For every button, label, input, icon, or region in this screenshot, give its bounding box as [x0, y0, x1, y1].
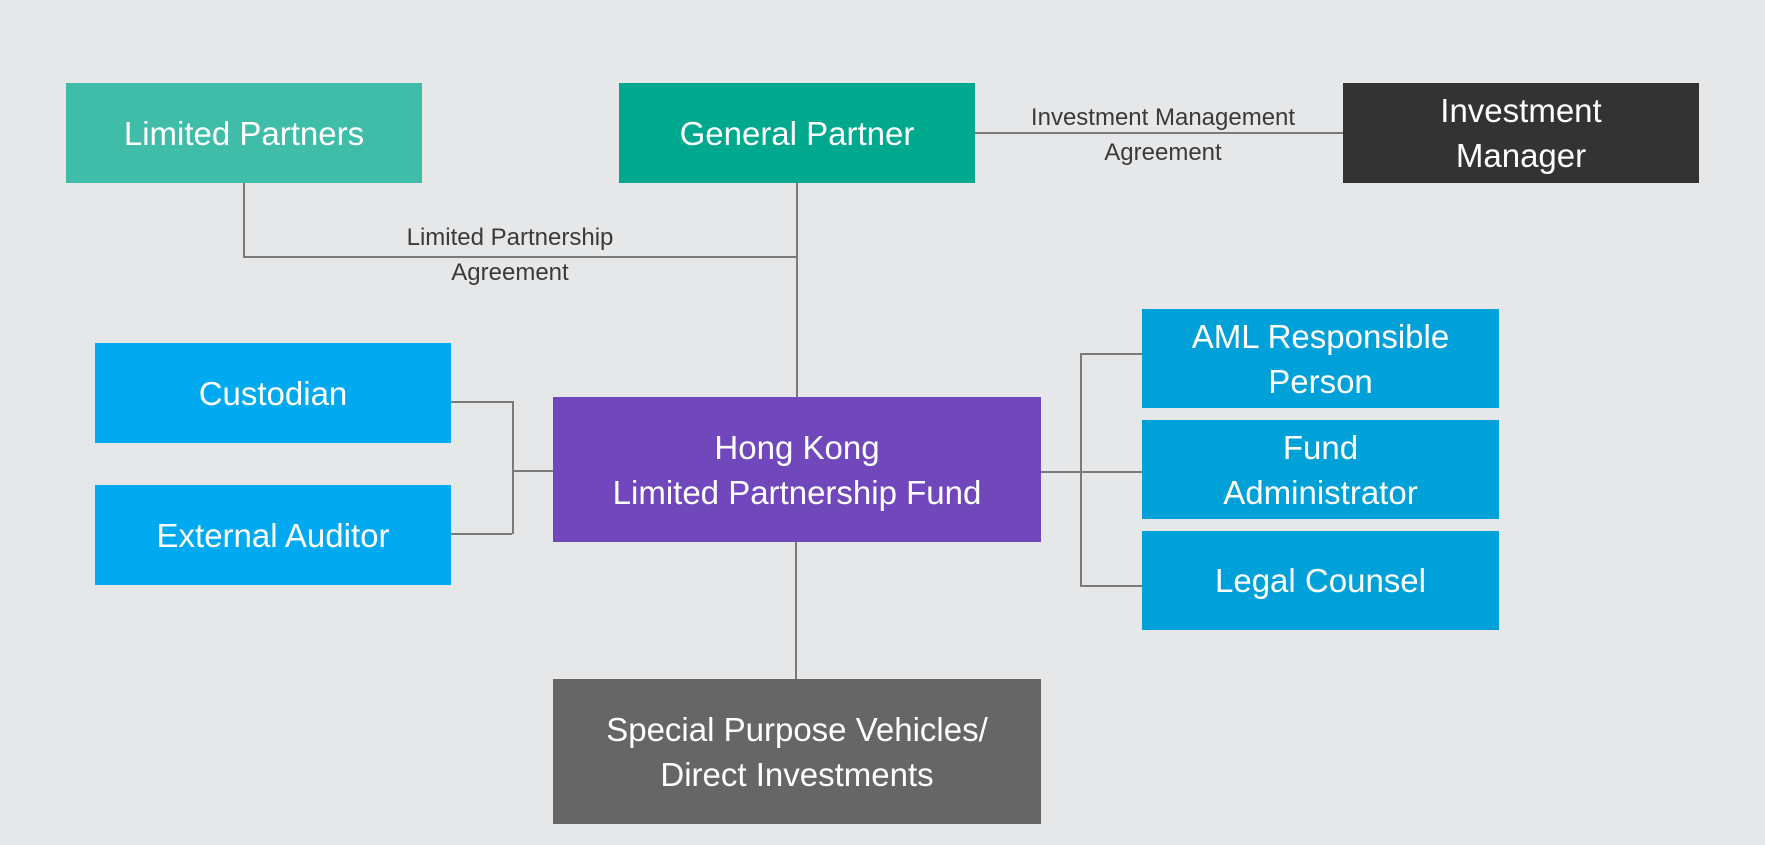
edge-label-line: Limited Partnership [406, 224, 614, 251]
node-legal-counsel: Legal Counsel [1142, 531, 1499, 630]
node-external-auditor: External Auditor [95, 485, 451, 585]
connector-fund-spv [795, 542, 797, 679]
node-label: Legal Counsel [1215, 562, 1426, 599]
node-label: Administrator [1223, 473, 1418, 511]
connector-lp-gp [243, 256, 797, 258]
node-label: Investment [1440, 92, 1602, 129]
node-label: Custodian [198, 374, 348, 412]
node-general-partner: General Partner [619, 83, 975, 183]
connector-custodian [451, 401, 512, 403]
node-investment-manager: Investment Manager [1343, 83, 1699, 183]
edge-label-lpa: Limited Partnership Agreement [407, 220, 614, 290]
node-label: General Partner [679, 114, 915, 152]
connector-left-trunk [512, 401, 514, 534]
edge-label-line: Investment Management [1030, 104, 1296, 131]
node-hk-lp-fund: Hong Kong Limited Partnership Fund [553, 397, 1041, 542]
edge-label-line: Agreement [1104, 139, 1222, 166]
connector-left-fund [512, 470, 553, 472]
node-fund-administrator: Fund Administrator [1142, 420, 1499, 519]
edge-label-line: Agreement [451, 259, 569, 286]
connector-fund-right [1041, 471, 1142, 473]
node-label: Fund [1282, 428, 1359, 466]
node-label: Limited Partnership Fund [612, 473, 982, 511]
connector-auditor [451, 533, 512, 535]
node-spv-direct-investments: Special Purpose Vehicles/ Direct Investm… [553, 679, 1041, 824]
connector-right-trunk [1080, 353, 1082, 586]
connector-gp-fund [796, 183, 798, 397]
connector-lp-down [243, 183, 245, 257]
node-label: Special Purpose Vehicles/ [606, 710, 988, 748]
node-aml-responsible-person: AML Responsible Person [1142, 309, 1499, 408]
node-label: Manager [1455, 137, 1587, 174]
node-label: External Auditor [156, 516, 390, 554]
node-label: Limited Partners [123, 114, 365, 152]
node-label: Hong Kong [714, 428, 880, 466]
connector-gp-im [975, 132, 1343, 134]
edge-label-ima: Investment Management Agreement [1031, 100, 1295, 170]
node-custodian: Custodian [95, 343, 451, 443]
connector-aml [1080, 353, 1142, 355]
node-label: AML Responsible [1191, 317, 1450, 355]
node-label: Direct Investments [660, 755, 934, 793]
node-label: Person [1268, 362, 1373, 400]
connector-legal [1080, 585, 1142, 587]
node-limited-partners: Limited Partners [66, 83, 422, 183]
